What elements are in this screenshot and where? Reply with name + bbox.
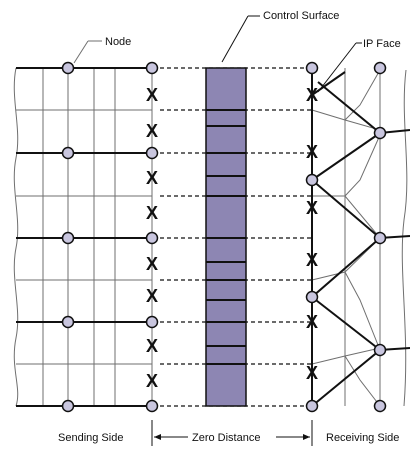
node-callout: Node: [73, 36, 131, 64]
ip-face-label: IP Face: [363, 38, 401, 50]
control-surface-strip: [205, 67, 247, 407]
receiving-mesh: [310, 68, 410, 407]
svg-text:X: X: [146, 371, 158, 391]
integration-point-markers: X X X X X X X X X X X X X X: [146, 85, 318, 391]
svg-text:X: X: [306, 312, 318, 332]
sending-mesh-left-boundary: [13, 67, 19, 407]
control-surface-label: Control Surface: [263, 10, 339, 22]
svg-text:X: X: [146, 336, 158, 356]
svg-text:X: X: [306, 363, 318, 383]
ip-face-callout: IP Face: [317, 38, 401, 93]
mesh-nodes: [61, 61, 387, 413]
sending-side-label: Sending Side: [58, 432, 123, 444]
svg-text:X: X: [146, 85, 158, 105]
dashed-connectors: [160, 67, 312, 407]
bottom-legend: Sending Side Zero Distance Receiving Sid…: [58, 420, 399, 446]
svg-text:X: X: [306, 142, 318, 162]
svg-text:X: X: [146, 254, 158, 274]
svg-text:X: X: [146, 168, 158, 188]
svg-text:X: X: [306, 250, 318, 270]
node-label: Node: [105, 36, 131, 48]
receiving-side-label: Receiving Side: [326, 432, 399, 444]
svg-text:X: X: [146, 121, 158, 141]
svg-text:X: X: [146, 286, 158, 306]
svg-text:X: X: [146, 203, 158, 223]
zero-distance-label: Zero Distance: [192, 432, 260, 444]
control-surface-callout: Control Surface: [221, 10, 339, 63]
svg-text:X: X: [306, 85, 318, 105]
sending-mesh-grid: [16, 67, 153, 407]
svg-text:X: X: [306, 198, 318, 218]
